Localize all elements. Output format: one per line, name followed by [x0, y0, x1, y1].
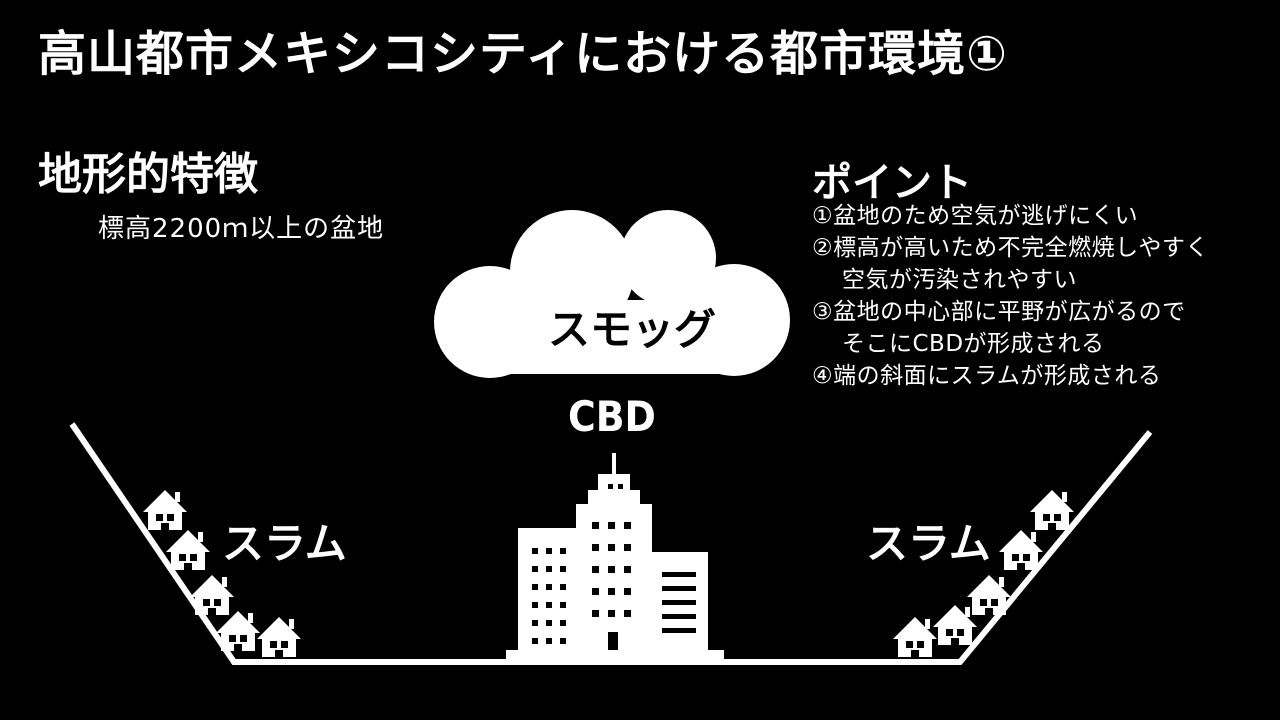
point-line-continued: そこにCBDが形成される [842, 331, 1105, 357]
point-line: ④端の斜面にスラムが形成される [812, 363, 1162, 389]
house-icon [257, 617, 301, 657]
house-icon [999, 530, 1043, 570]
house-icon [166, 530, 210, 570]
cbd-label: CBD [568, 392, 656, 441]
points-list: ①盆地のため空気が逃げにくい ②標高が高いため不完全燃焼しやすく 空気が汚染され… [812, 200, 1272, 392]
point-item-1: ①盆地のため空気が逃げにくい [812, 200, 1272, 232]
smog-label: スモッグ [548, 305, 717, 354]
house-icon [893, 617, 937, 657]
points-heading: ポイント [812, 160, 972, 206]
house-icon [143, 490, 187, 530]
building-icon [506, 453, 724, 660]
page-title: 高山都市メキシコシティにおける都市環境① [38, 26, 1008, 82]
house-icon [967, 575, 1011, 615]
section-subtext: 標高2200ｍ以上の盆地 [98, 214, 385, 244]
cloud-icon [434, 210, 790, 378]
point-line: ②標高が高いため不完全燃焼しやすく [812, 235, 1209, 261]
point-line-continued: 空気が汚染されやすい [842, 267, 1077, 293]
point-item-4: ④端の斜面にスラムが形成される [812, 360, 1272, 392]
house-icon [190, 575, 234, 615]
point-line: ③盆地の中心部に平野が広がるので [812, 299, 1186, 325]
point-line: ①盆地のため空気が逃げにくい [812, 203, 1139, 229]
basin-outline [69, 422, 1153, 665]
slum-left-label: スラム [222, 519, 347, 568]
section-heading: 地形的特徴 [38, 149, 258, 200]
house-icon [933, 605, 977, 645]
point-item-2: ②標高が高いため不完全燃焼しやすく 空気が汚染されやすい [812, 232, 1272, 296]
slum-right-label: スラム [866, 519, 991, 568]
house-icon [1030, 490, 1074, 530]
point-item-3: ③盆地の中心部に平野が広がるので そこにCBDが形成される [812, 296, 1272, 360]
house-icon [216, 611, 260, 651]
